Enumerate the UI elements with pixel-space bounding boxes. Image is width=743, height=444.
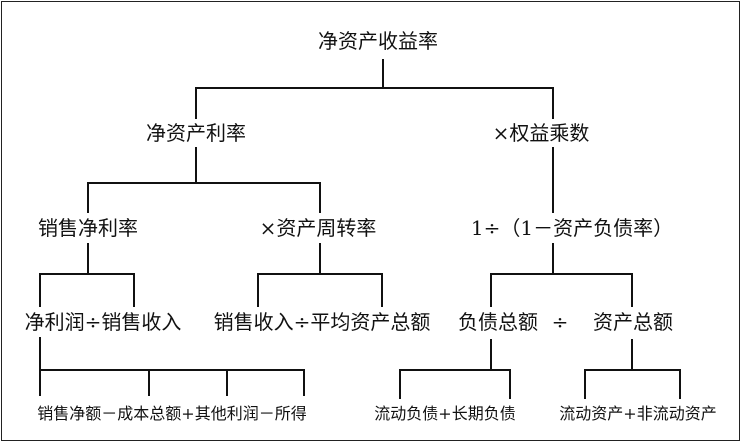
- divide-sign: ÷: [551, 310, 569, 334]
- node-em-formula: 1÷（1－资产负债率）: [470, 216, 674, 240]
- node-roe: 净资产收益率: [318, 29, 438, 53]
- node-turnover-formula: 销售收入÷平均资产总额: [213, 310, 431, 334]
- node-total-assets: 资产总额: [593, 310, 673, 334]
- node-net-margin: 销售净利率: [38, 216, 138, 240]
- node-net-margin-formula: 净利润÷销售收入: [24, 310, 182, 334]
- node-asset-turnover: ×资产周转率: [259, 216, 377, 240]
- node-roa: 净资产利率: [146, 121, 246, 145]
- node-total-liabilities: 负债总额: [458, 310, 538, 334]
- node-assets-formula: 流动资产+非流动资产: [559, 404, 717, 424]
- node-net-profit-formula: 销售净额－成本总额+其他利润－所得: [37, 404, 307, 424]
- node-equity-multiplier: ×权益乘数: [492, 121, 590, 145]
- node-liabilities-formula: 流动负债+长期负债: [374, 404, 516, 424]
